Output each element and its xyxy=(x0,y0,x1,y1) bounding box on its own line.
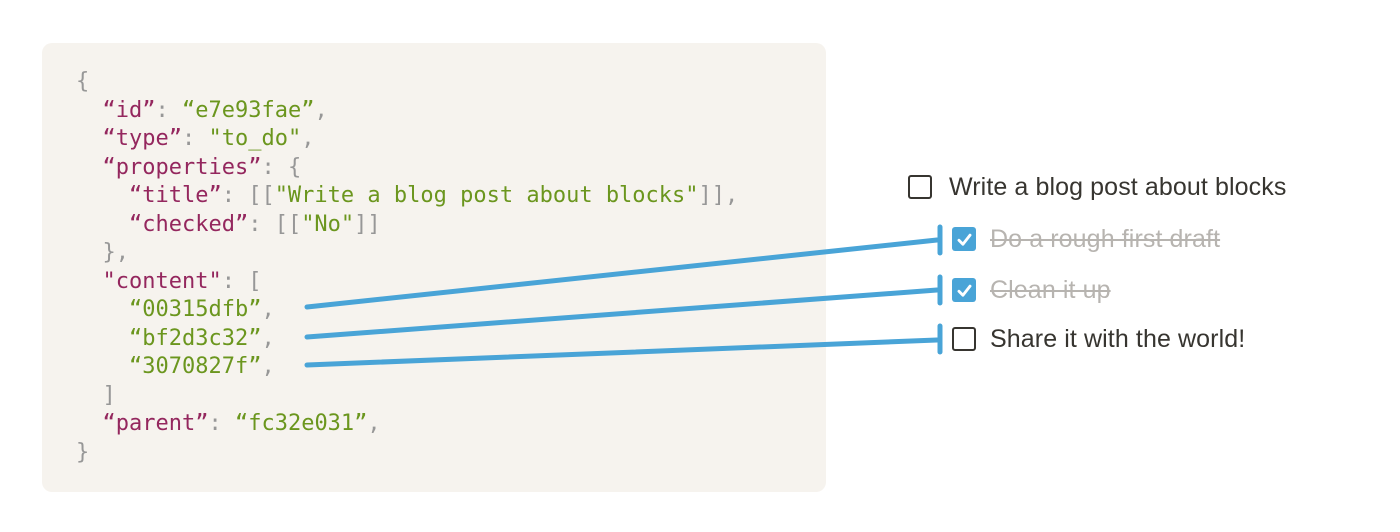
checkbox-checked-icon[interactable] xyxy=(952,278,976,302)
json-punctuation: , xyxy=(314,97,328,123)
json-punctuation: : [[ xyxy=(221,183,275,208)
json-punctuation: : { xyxy=(261,154,302,180)
json-punctuation: , xyxy=(367,411,381,436)
code-line: "content": [ xyxy=(76,268,826,297)
json-punctuation: ]] xyxy=(354,211,381,237)
code-line: “checked”: [["No"]] xyxy=(76,211,826,240)
code-line: “id”: “e7e93fae”, xyxy=(76,97,826,126)
checkbox-unchecked-icon[interactable] xyxy=(908,175,932,199)
json-string: “3070827f” xyxy=(128,354,262,379)
code-line: “bf2d3c32”, xyxy=(76,325,826,354)
json-punctuation: , xyxy=(301,126,315,151)
code-line: “3070827f”, xyxy=(76,353,826,382)
json-punctuation: { xyxy=(76,69,90,94)
checkmark-icon xyxy=(957,233,971,246)
checkbox-checked-icon[interactable] xyxy=(952,227,976,251)
code-line: { xyxy=(76,68,826,97)
json-string: “bf2d3c32” xyxy=(128,325,262,351)
code-line: ] xyxy=(76,382,826,411)
todo-item: Share it with the world! xyxy=(952,325,1246,353)
json-key: “parent” xyxy=(102,411,209,436)
json-punctuation: : xyxy=(155,97,182,123)
code-line: “parent”: “fc32e031”, xyxy=(76,410,826,439)
json-punctuation: }, xyxy=(102,240,130,265)
json-string: "to_do" xyxy=(208,126,302,151)
json-punctuation: : [ xyxy=(221,268,262,294)
json-string: "Write a blog post about blocks" xyxy=(274,183,699,208)
json-string: “00315dfb” xyxy=(128,297,262,322)
todo-label: Write a blog post about blocks xyxy=(949,173,1287,201)
json-punctuation: } xyxy=(76,439,90,465)
json-punctuation: ] xyxy=(102,382,116,408)
json-key: “checked” xyxy=(128,211,249,237)
json-key: “properties” xyxy=(102,154,262,180)
json-string: “e7e93fae” xyxy=(181,97,315,123)
todo-label: Clean it up xyxy=(990,276,1111,304)
code-line: “title”: [["Write a blog post about bloc… xyxy=(76,182,826,211)
checkbox-unchecked-icon[interactable] xyxy=(952,327,976,351)
checkmark-icon xyxy=(957,284,971,297)
json-key: "content" xyxy=(102,268,222,294)
todo-label: Share it with the world! xyxy=(990,325,1246,353)
todo-item: Do a rough first draft xyxy=(952,225,1221,253)
json-key: “type” xyxy=(102,126,182,151)
json-key: “id” xyxy=(102,97,156,123)
todo-item: Write a blog post about blocks xyxy=(908,173,1287,201)
json-punctuation: , xyxy=(261,354,275,379)
code-line: “properties”: { xyxy=(76,154,826,183)
code-line: “type”: "to_do", xyxy=(76,125,826,154)
json-punctuation: ]], xyxy=(698,183,739,208)
json-punctuation: , xyxy=(261,325,275,351)
json-punctuation: : xyxy=(208,411,235,436)
json-punctuation: : xyxy=(181,126,209,151)
json-key: “title” xyxy=(128,183,222,208)
json-string: “fc32e031” xyxy=(234,411,368,436)
json-punctuation: : [[ xyxy=(248,211,302,237)
json-punctuation: , xyxy=(261,297,275,322)
todo-item: Clean it up xyxy=(952,276,1111,304)
code-line: } xyxy=(76,439,826,468)
json-string: "No" xyxy=(301,211,355,237)
todo-label: Do a rough first draft xyxy=(990,225,1221,253)
code-line: “00315dfb”, xyxy=(76,296,826,325)
code-line: }, xyxy=(76,239,826,268)
